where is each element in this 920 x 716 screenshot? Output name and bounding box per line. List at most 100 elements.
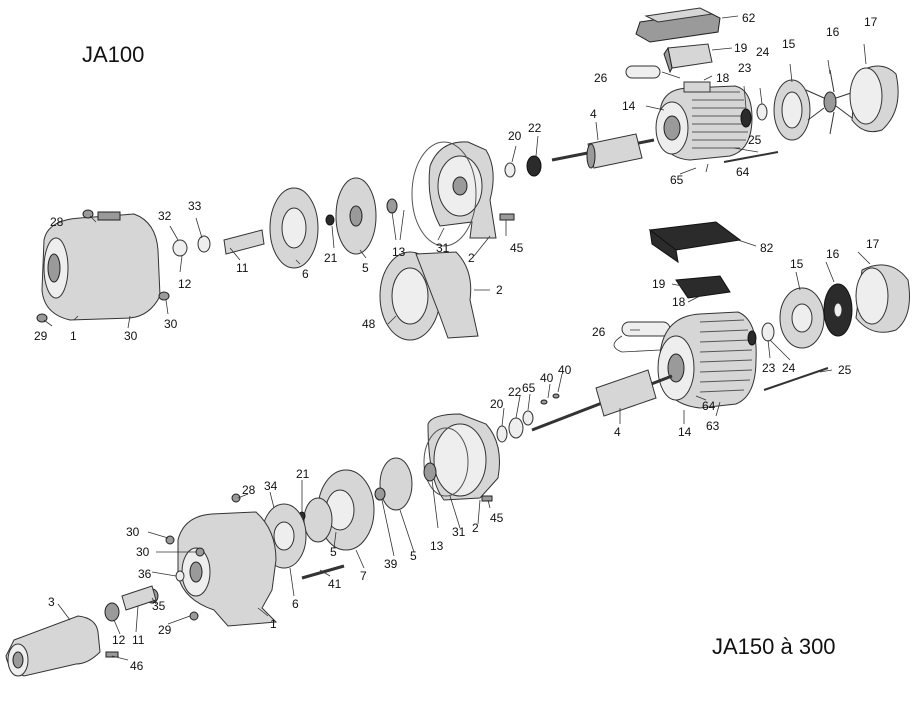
- venturi-nozzle: [172, 239, 188, 257]
- label-17b: 17: [866, 237, 880, 251]
- label-6b: 6: [292, 597, 299, 611]
- label-3: 3: [48, 595, 55, 609]
- labels-ja150: 82 17 16 15 19 18 26 23 24 25 40 40 65 2…: [48, 237, 880, 673]
- label-14: 14: [622, 99, 636, 113]
- venturi-11: [121, 585, 157, 611]
- title-ja100: JA100: [82, 42, 145, 67]
- label-65: 65: [670, 173, 684, 187]
- label-7: 7: [360, 569, 367, 583]
- label-64: 64: [736, 165, 750, 179]
- venturi-seal: [197, 235, 211, 253]
- key-40b: [552, 393, 560, 399]
- motor-housing-14: [657, 311, 757, 409]
- diffuser-5a: [303, 497, 333, 543]
- label-30d: 30: [136, 545, 150, 559]
- o-ring-large: [411, 141, 477, 247]
- seal-ring: [504, 162, 516, 178]
- screw-45: [481, 495, 493, 502]
- cooling-fan-16: [823, 283, 853, 337]
- label-30a: 30: [124, 329, 138, 343]
- label-2a: 2: [468, 251, 475, 265]
- wave-washer: [756, 103, 768, 121]
- label-2b: 2: [496, 283, 503, 297]
- label-33: 33: [188, 199, 202, 213]
- ja100-assembly: [36, 7, 899, 341]
- label-19b: 19: [652, 277, 666, 291]
- key-40a: [540, 399, 548, 405]
- label-39: 39: [384, 557, 398, 571]
- o-ring-31: [423, 427, 469, 497]
- plug-29: [189, 611, 199, 621]
- motor-bracket: [428, 141, 497, 239]
- label-22b: 22: [508, 385, 522, 399]
- label-18: 18: [716, 71, 730, 85]
- screw: [499, 213, 515, 221]
- screw-46: [105, 651, 119, 658]
- label-40b: 40: [558, 363, 572, 377]
- mechanical-seal: [386, 198, 398, 214]
- label-25: 25: [748, 133, 762, 147]
- title-ja150-300: JA150 à 300: [712, 634, 836, 659]
- fan-cover: [849, 65, 899, 133]
- label-25b: 25: [838, 363, 852, 377]
- rotor-shaft-4: [531, 369, 673, 432]
- label-41: 41: [328, 577, 342, 591]
- label-24: 24: [756, 45, 770, 59]
- leader-lines: [43, 15, 871, 661]
- label-35: 35: [152, 599, 166, 613]
- label-1b: 1: [270, 617, 277, 631]
- label-63: 63: [706, 419, 720, 433]
- label-17: 17: [864, 15, 878, 29]
- stage-7: [317, 469, 375, 551]
- label-19: 19: [734, 41, 748, 55]
- label-34: 34: [264, 479, 278, 493]
- label-16b: 16: [826, 247, 840, 261]
- label-82: 82: [760, 241, 774, 255]
- label-1: 1: [70, 329, 77, 343]
- label-15: 15: [782, 37, 796, 51]
- label-36: 36: [138, 567, 152, 581]
- label-29b: 29: [158, 623, 172, 637]
- diffuser-5b: [379, 457, 413, 511]
- bearing-rear-23: [747, 330, 757, 346]
- label-4b: 4: [614, 425, 621, 439]
- tie-rod-25: [763, 367, 829, 391]
- tie-rod: [723, 151, 779, 163]
- diffuser: [335, 177, 377, 255]
- label-20: 20: [508, 129, 522, 143]
- label-46: 46: [130, 659, 144, 673]
- spacer-39: [374, 487, 386, 501]
- label-62: 62: [742, 11, 756, 25]
- label-65b: 65: [522, 381, 536, 395]
- ja150-assembly: [5, 221, 910, 677]
- venturi-tube: [223, 229, 265, 255]
- label-30c: 30: [126, 525, 140, 539]
- impeller-nut: [325, 214, 335, 226]
- label-32: 32: [158, 209, 172, 223]
- rear-shield-15: [779, 287, 825, 349]
- label-12b: 12: [112, 633, 126, 647]
- plug-30a: [165, 535, 175, 545]
- terminal-box-cover: [635, 7, 721, 43]
- plug-side: [158, 291, 170, 301]
- ejector-3: [5, 615, 101, 677]
- label-24b: 24: [782, 361, 796, 375]
- fan-cover-17: [855, 264, 910, 333]
- spring-ring-65: [522, 410, 534, 426]
- motor-bracket-2: [427, 413, 500, 501]
- label-26b: 26: [592, 325, 606, 339]
- nozzle-12: [104, 602, 120, 622]
- terminal-box-cover-82: [648, 221, 742, 264]
- label-31: 31: [436, 241, 450, 255]
- label-11: 11: [236, 261, 249, 275]
- label-13b: 13: [430, 539, 444, 553]
- labels-ja100: 62 19 26 18 23 24 15 16 17 14 4 20 22 25…: [34, 11, 878, 343]
- label-15b: 15: [790, 257, 804, 271]
- pump-body: [41, 211, 161, 321]
- terminal-box-19: [675, 275, 731, 299]
- plug-28: [231, 493, 241, 503]
- label-2c: 2: [472, 521, 479, 535]
- label-16: 16: [826, 25, 840, 39]
- motor-bracket-alt: [379, 251, 479, 341]
